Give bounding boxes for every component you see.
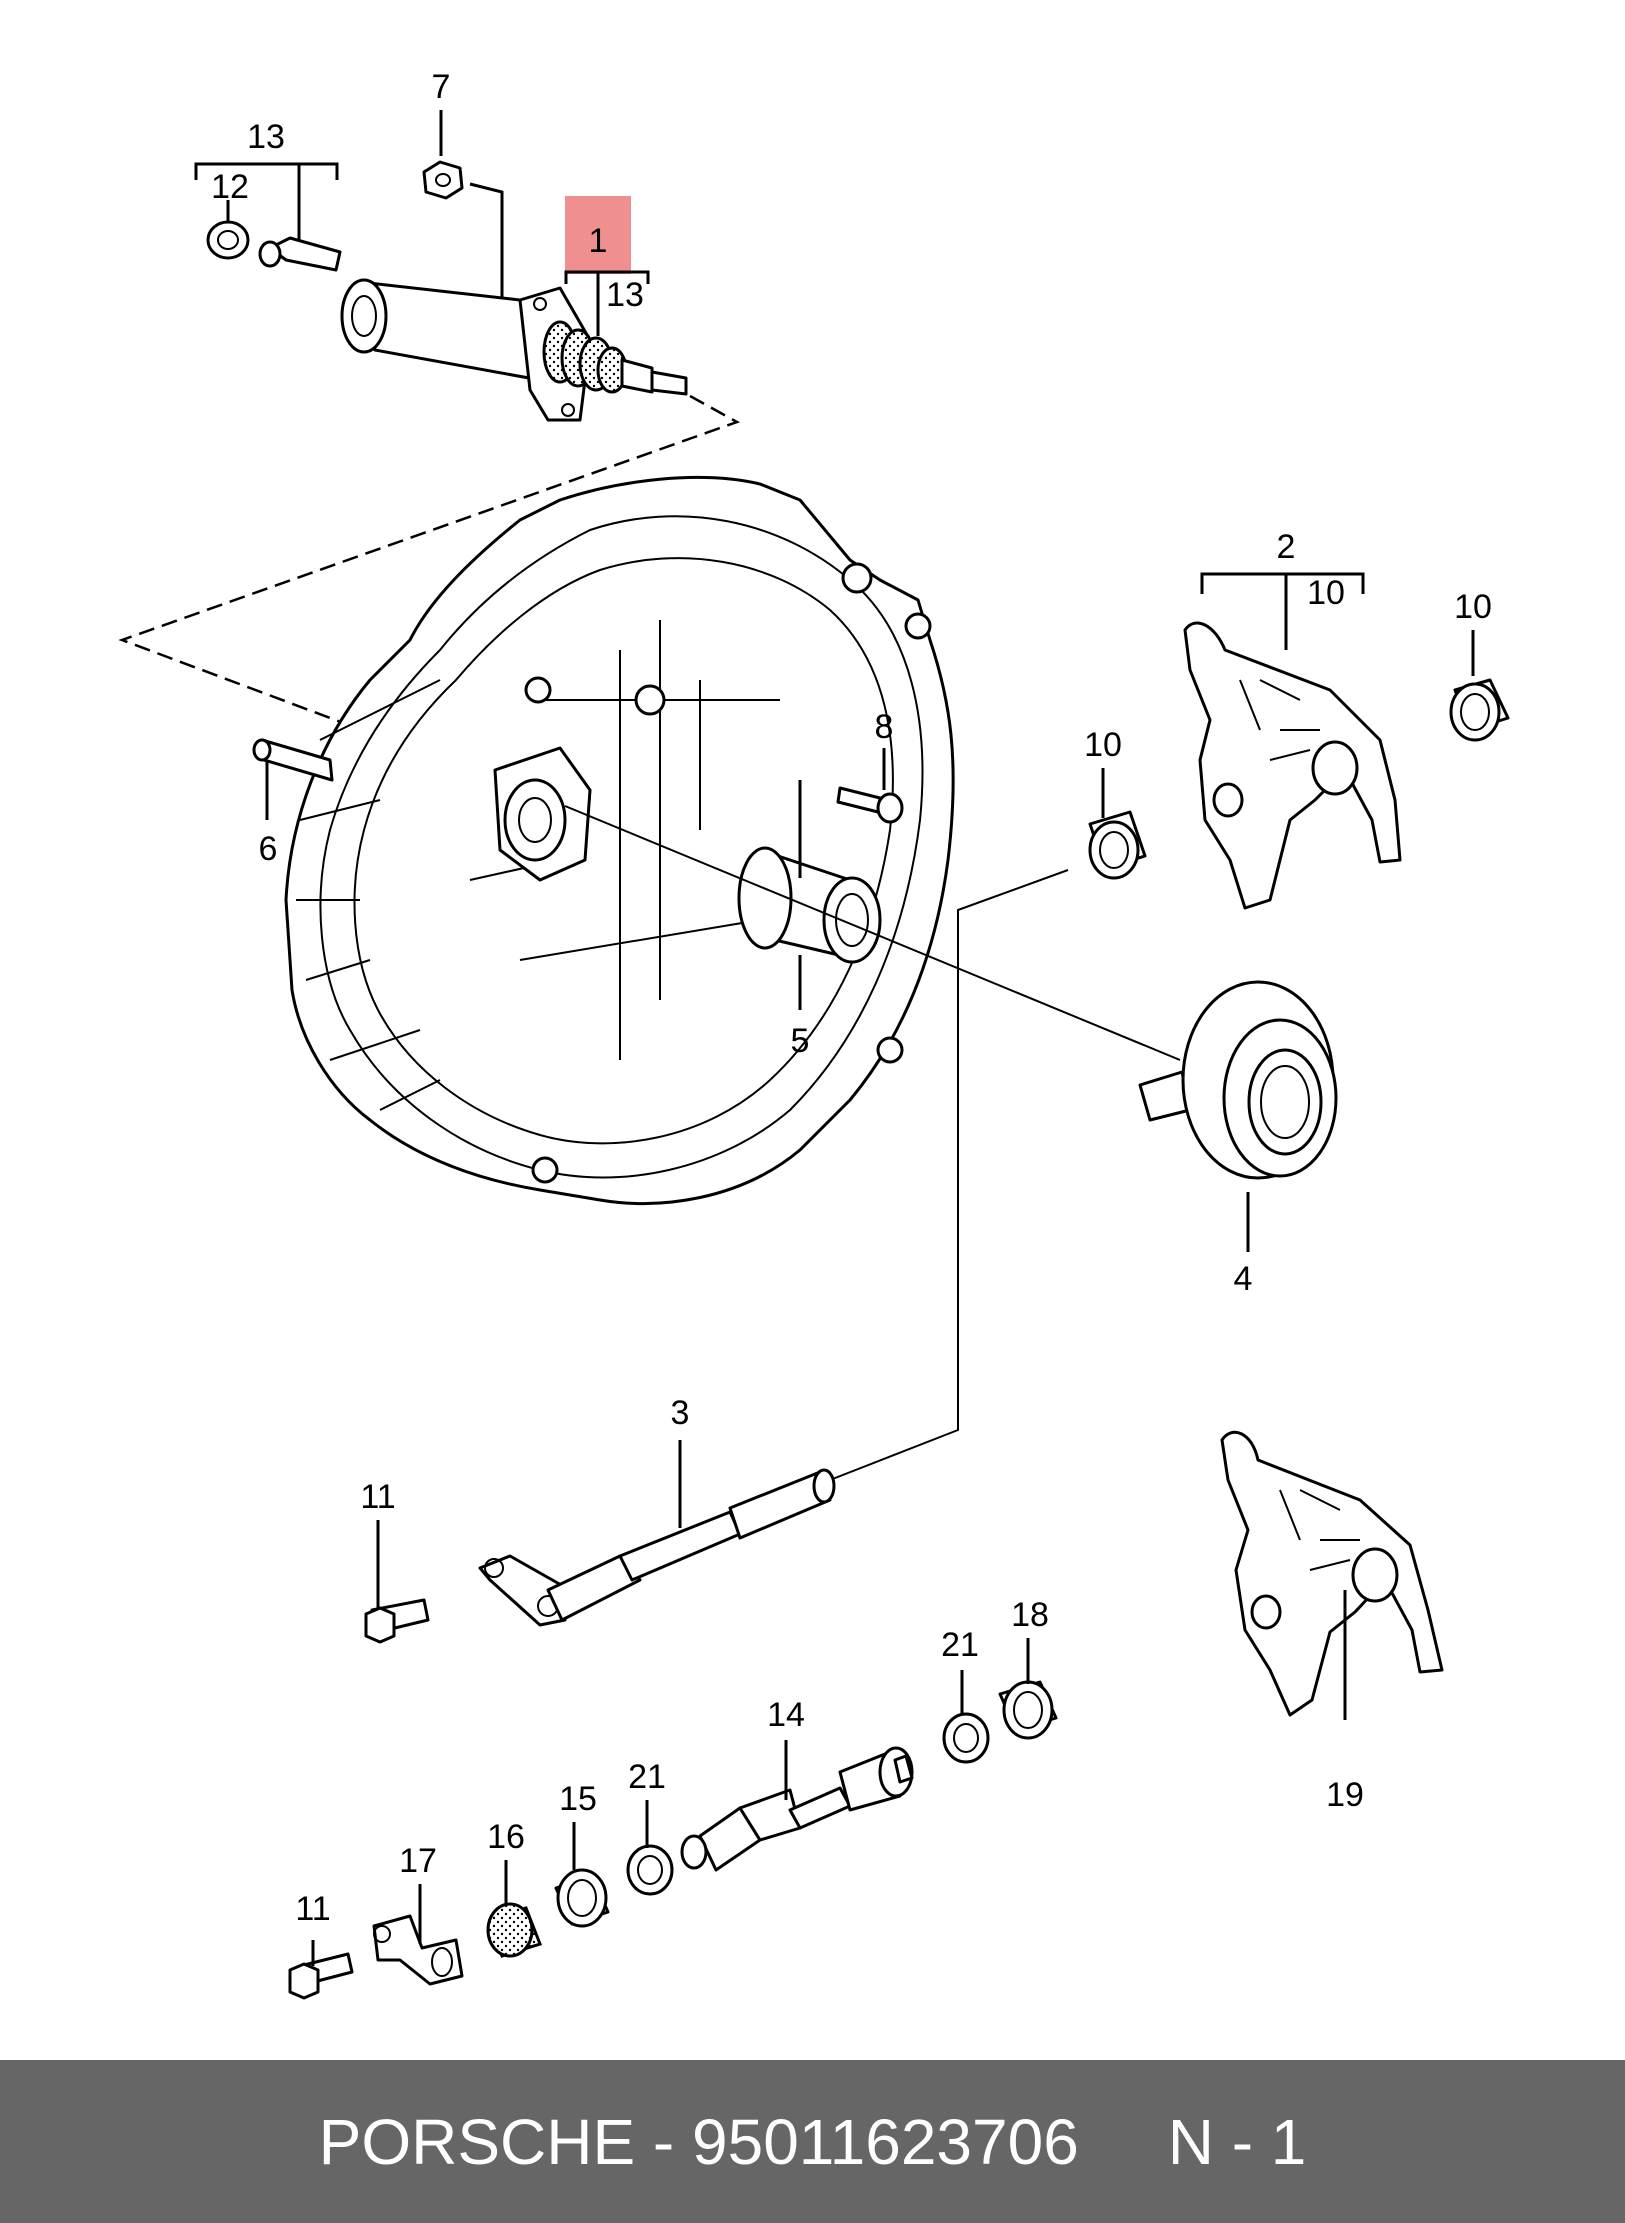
callout-10-right: 10 — [1454, 588, 1492, 626]
footer-part-number: PORSCHE - 95011623706 N - 1 — [318, 2105, 1307, 2178]
callout-19: 19 — [1326, 1776, 1364, 1814]
callout-8: 8 — [875, 708, 894, 746]
exploded-parts-diagram: 1 13 13 12 7 2 10 10 10 8 6 5 4 3 11 11 … — [118, 68, 1510, 2000]
highlight-part-1 — [565, 196, 631, 274]
callout-18: 18 — [1011, 1596, 1049, 1634]
callout-13: 13 — [247, 118, 285, 156]
callout-13-sub: 13 — [606, 276, 644, 314]
callout-1: 1 — [589, 222, 608, 260]
callout-21-left: 21 — [628, 1758, 666, 1796]
bolt-11-top — [364, 1520, 430, 1644]
release-fork-19 — [1220, 1430, 1444, 1720]
footer-bar: PORSCHE - 95011623706 N - 1 — [0, 2060, 1625, 2223]
axis-release — [564, 805, 1181, 1061]
callout-17: 17 — [399, 1842, 437, 1880]
leader-shaft — [829, 869, 1069, 1481]
callout-7: 7 — [432, 68, 451, 106]
bolt-8 — [798, 748, 904, 878]
callout-5: 5 — [791, 1022, 810, 1060]
bushing-5 — [737, 846, 882, 1010]
callout-11-top: 11 — [360, 1478, 395, 1516]
callout-14: 14 — [767, 1696, 805, 1734]
release-bearing-4 — [1138, 980, 1338, 1252]
callout-6: 6 — [259, 830, 278, 868]
release-fork-2 — [1183, 572, 1402, 910]
callout-4: 4 — [1234, 1260, 1253, 1298]
stud-6 — [252, 738, 334, 820]
callout-11-bottom: 11 — [295, 1890, 330, 1928]
needle-bearing-10-right — [1449, 630, 1510, 742]
lower-parts — [288, 1638, 1058, 2000]
callout-12: 12 — [211, 168, 249, 206]
callout-2: 2 — [1277, 528, 1296, 566]
callout-10-group: 10 — [1307, 574, 1345, 612]
callout-3: 3 — [671, 1394, 690, 1432]
bell-housing — [284, 475, 955, 1205]
callout-15: 15 — [559, 1780, 597, 1818]
release-shaft-3 — [478, 1440, 836, 1627]
needle-bearing-10-mid — [1088, 768, 1147, 880]
slave-cylinder-group — [194, 110, 688, 422]
callout-16: 16 — [487, 1818, 525, 1856]
callout-10-mid: 10 — [1084, 726, 1122, 764]
callout-21-right: 21 — [941, 1626, 979, 1664]
